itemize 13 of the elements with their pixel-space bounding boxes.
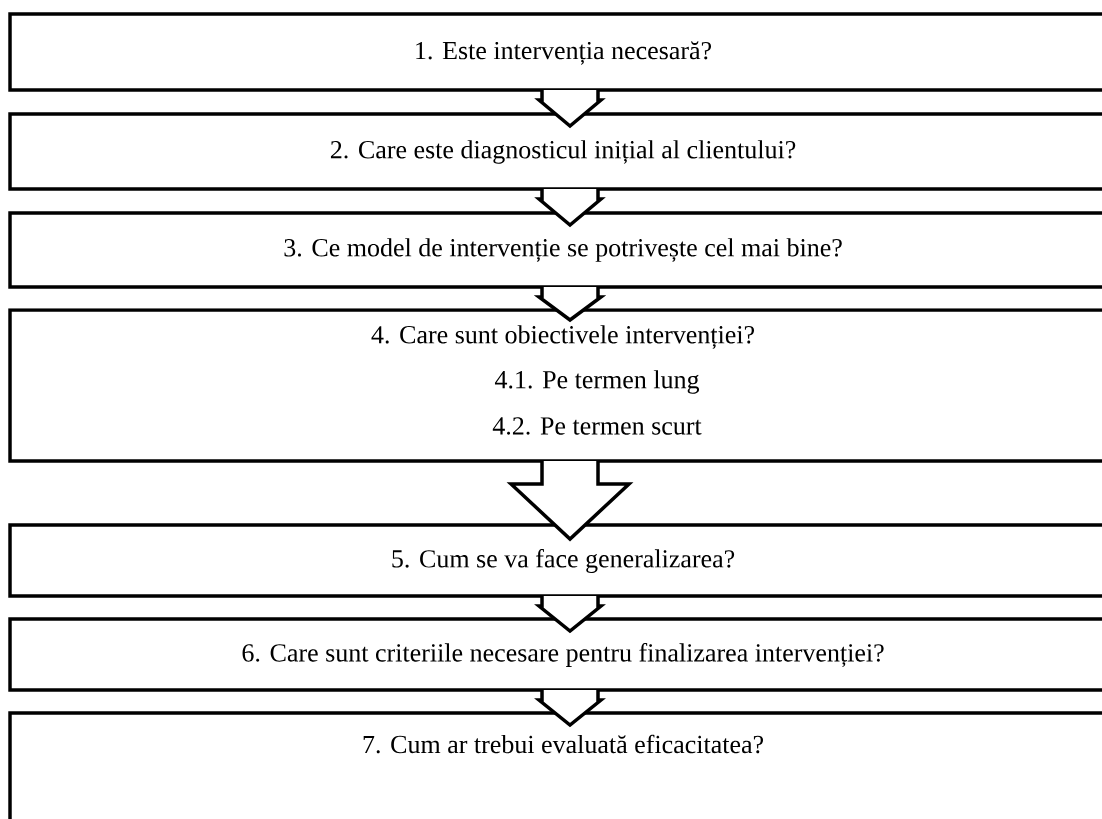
process-box: 3. Ce model de intervenție se potrivește cel mai bine? xyxy=(8,211,1102,289)
process-box: 4. Care sunt obiectivele intervenției? 4.1. Pe termen lung 4.2. Pe termen scurt xyxy=(8,308,1102,463)
process-box: 7. Cum ar trebui evaluată eficacitatea? xyxy=(8,711,1102,819)
process-box: 1. Este intervenția necesară? xyxy=(8,12,1102,92)
process-box: 5. Cum se va face generalizarea? xyxy=(8,523,1102,598)
block-arrow xyxy=(506,459,634,542)
block-arrow xyxy=(534,688,606,728)
block-arrow xyxy=(534,88,606,129)
block-arrow xyxy=(533,285,607,323)
block-arrow xyxy=(534,594,606,634)
process-box: 2. Care este diagnosticul inițial al clientului? xyxy=(8,112,1102,191)
block-arrow xyxy=(534,187,606,228)
process-box: 6. Care sunt criteriile necesare pentru finalizarea intervenției? xyxy=(8,617,1102,692)
